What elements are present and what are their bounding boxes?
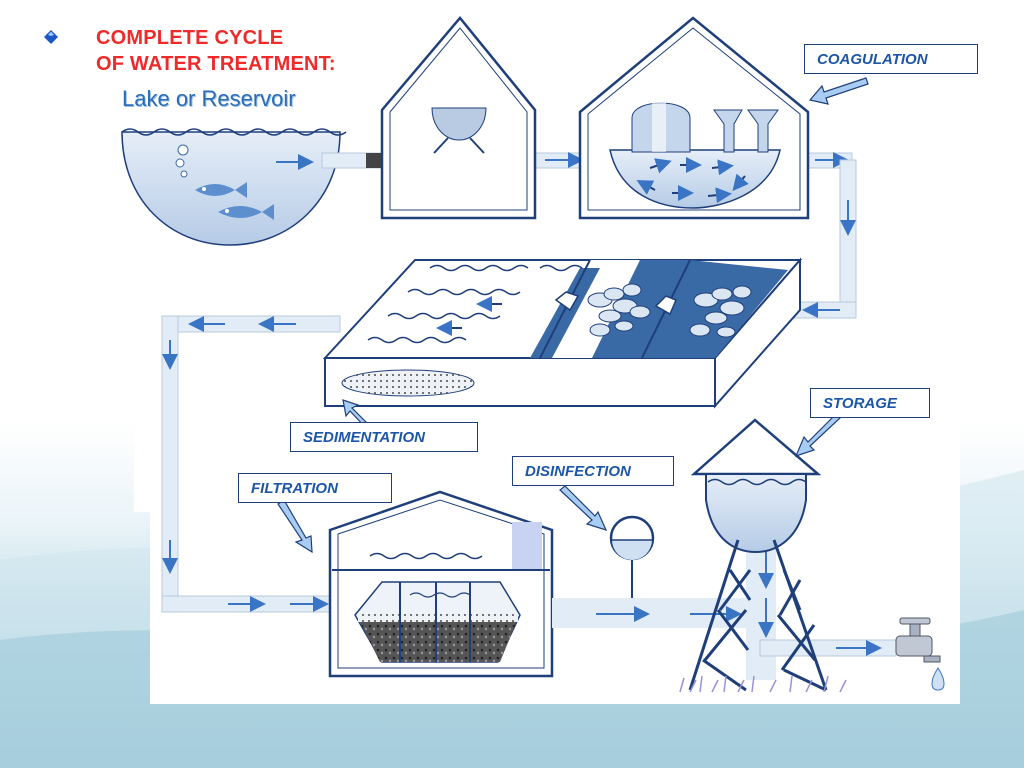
disinfection-gauge	[609, 515, 655, 598]
faucet-icon	[895, 617, 945, 691]
storage-label: STORAGE	[810, 388, 930, 418]
pump-house	[380, 16, 537, 220]
coagulation-label: COAGULATION	[804, 44, 978, 74]
coagulation-house	[578, 16, 810, 220]
disinfection-label: DISINFECTION	[512, 456, 674, 486]
pipe-to-storage	[552, 540, 897, 680]
coagulation-pointer-icon	[808, 77, 869, 105]
sedimentation-tank	[322, 257, 803, 409]
storage-pointer-icon	[794, 413, 841, 457]
sedimentation-label: SEDIMENTATION	[290, 422, 478, 452]
slide-title-line2: OF WATER TREATMENT:	[96, 53, 336, 75]
fish-icon	[218, 204, 274, 220]
storage-tower	[679, 418, 847, 693]
slide-title: COMPLETE CYCLE OF WATER TREATMENT:	[96, 25, 336, 77]
pipe-to-flocculation	[767, 159, 857, 319]
slide-title-line1: COMPLETE CYCLE	[96, 27, 284, 49]
fish-icon	[195, 182, 247, 198]
pipe-to-filtration	[161, 315, 341, 613]
disinfection-pointer-icon	[559, 485, 608, 531]
filtration-pointer-icon	[277, 499, 313, 554]
callout-arrows	[277, 77, 869, 554]
lake-reservoir-label: Lake or Reservoir	[122, 86, 296, 111]
filtration-house	[328, 490, 554, 678]
filtration-label: FILTRATION	[238, 473, 392, 503]
bullet-icon	[44, 30, 58, 44]
